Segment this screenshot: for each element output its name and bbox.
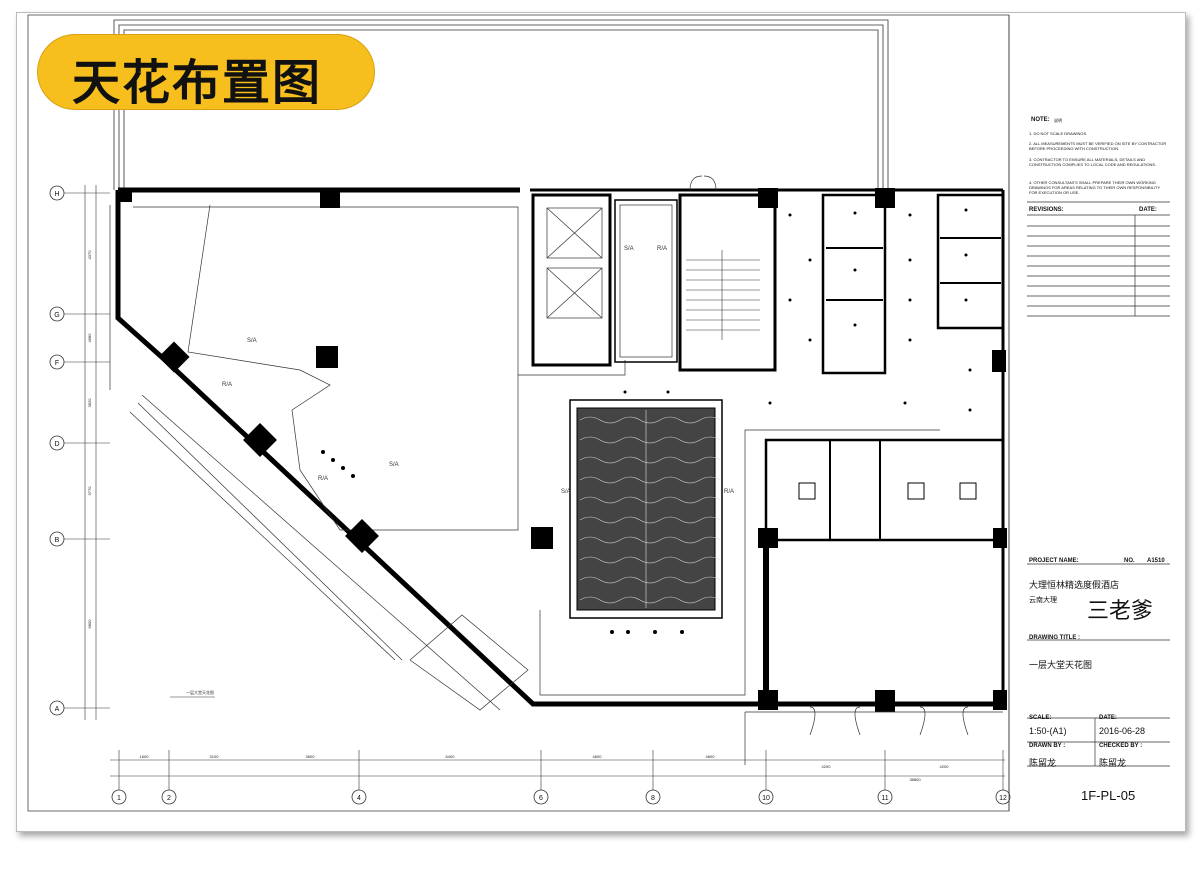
no-label: NO.	[1124, 558, 1135, 564]
total-dim-text: 38800	[909, 777, 921, 782]
watermark: 三老爹	[1087, 598, 1154, 623]
diagonal-columns	[158, 341, 379, 553]
no-value: A1510	[1147, 558, 1165, 564]
dim-text: 3600	[306, 754, 316, 759]
drawing-title: 一层大堂天花图	[1029, 660, 1093, 670]
supply-air-label: S/A	[247, 338, 257, 344]
grid-col-label: 12	[999, 795, 1007, 802]
project-name: 大理恒林精选度假酒店	[1029, 580, 1120, 590]
grid-col-label: 2	[167, 795, 171, 802]
feature-ceiling-frame	[569, 399, 723, 619]
return-air-label: R/A	[318, 476, 328, 482]
lift-shafts	[546, 204, 673, 358]
right-room-dividers	[826, 237, 1001, 540]
project-label: PROJECT NAME:	[1029, 558, 1079, 564]
grid-col-label: 10	[762, 795, 770, 802]
scale-label: SCALE:	[1029, 715, 1052, 721]
dim-text: 3770	[87, 486, 92, 496]
note-label: NOTE:	[1031, 117, 1050, 123]
drawn-by-label: DRAWN BY :	[1029, 743, 1066, 749]
grid-row-label: D	[54, 441, 59, 448]
drawing-title-label: DRAWING TITLE :	[1029, 635, 1080, 641]
grid-col-label: 6	[539, 795, 543, 802]
grid-row-label: G	[54, 312, 59, 319]
title-badge: 天花布置图	[38, 35, 374, 111]
supply-air-label: S/A	[561, 489, 571, 495]
grid-row-label: H	[54, 191, 59, 198]
grid-col-label: 4	[357, 795, 361, 802]
note-2: 2. ALL MEASUREMENTS MUST BE VERIFIED ON …	[1029, 141, 1167, 151]
dim-text: 6800	[87, 619, 92, 629]
checked-by-value: 陈留龙	[1099, 758, 1127, 768]
return-air-label: R/A	[724, 489, 734, 495]
sheet-number: 1F-PL-05	[1081, 788, 1136, 803]
grid-bubbles-cols	[111, 789, 1011, 805]
title-badge-text: 天花布置图	[72, 55, 323, 111]
dim-text: 4370	[87, 250, 92, 260]
grid-axes	[64, 185, 1005, 790]
checked-by-label: CHECKED BY :	[1099, 743, 1143, 749]
note-3: 3. CONTRACTOR TO ENSURE ALL MATERIALS, D…	[1029, 157, 1157, 167]
project-place: 云南大理	[1029, 597, 1057, 604]
dim-text: 4200	[940, 764, 950, 769]
grid-row-label: A	[55, 706, 60, 713]
grid-bubbles-rows	[49, 185, 65, 716]
grid-row-label: F	[55, 360, 59, 367]
grid-col-label: 8	[651, 795, 655, 802]
dim-text: 4200	[822, 764, 832, 769]
title-block-frame	[1008, 15, 1170, 811]
dim-text: 4600	[593, 754, 603, 759]
vents	[798, 482, 977, 500]
dim-text: 6400	[446, 754, 456, 759]
grid-col-label: 1	[117, 795, 121, 802]
note-1: 1. DO NOT SCALE DRAWINGS.	[1029, 131, 1088, 136]
entrance-doors	[689, 175, 1003, 765]
grid-row-label: B	[55, 537, 60, 544]
dim-text: 4800	[706, 754, 716, 759]
note-4: 4. OTHER CONSULTANTS SHALL PREPARE THEIR…	[1029, 180, 1161, 195]
dim-text: 4680	[87, 333, 92, 343]
date-label: DATE:	[1139, 207, 1157, 213]
drawn-by-value: 陈留龙	[1029, 758, 1057, 768]
stair	[686, 250, 760, 340]
right-rooms	[764, 193, 1005, 542]
drawing-subtitle-note: 一层大堂天花图	[186, 689, 214, 695]
columns	[118, 188, 1007, 712]
return-air-label: R/A	[657, 246, 667, 252]
date-label-2: DATE:	[1099, 715, 1117, 721]
lobby-ceiling-lines	[109, 204, 940, 711]
date-value: 2016-06-28	[1099, 726, 1146, 736]
title-block: NOTE: 说明 1. DO NOT SCALE DRAWINGS. 2. AL…	[1009, 13, 1184, 829]
lift-core	[531, 193, 777, 372]
return-air-label: R/A	[222, 382, 232, 388]
note-cn: 说明	[1054, 118, 1062, 123]
scale-value: 1:50-(A1)	[1029, 726, 1067, 736]
dim-text: 1600	[140, 754, 150, 759]
supply-air-label: S/A	[389, 462, 399, 468]
dim-text: 3820	[87, 398, 92, 408]
grid-col-label: 11	[881, 795, 888, 802]
revisions-label: REVISIONS:	[1029, 207, 1064, 213]
light-fixtures	[321, 208, 972, 634]
feature-ceiling-pattern	[579, 410, 721, 608]
dim-text: 3100	[210, 754, 220, 759]
supply-air-label: S/A	[624, 246, 634, 252]
